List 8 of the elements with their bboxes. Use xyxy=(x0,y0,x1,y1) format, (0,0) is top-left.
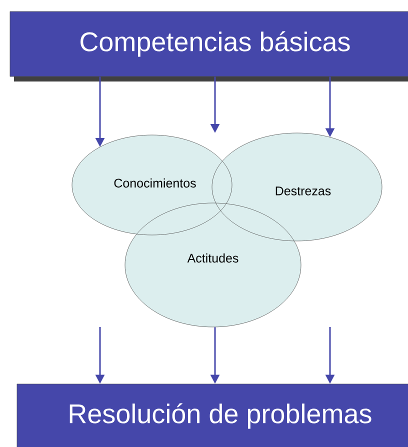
venn-ellipse xyxy=(72,134,232,236)
ellipse-label: Conocimientos xyxy=(114,178,196,188)
ellipse-label: Destrezas xyxy=(276,186,331,196)
venn-ellipse xyxy=(124,202,302,328)
ellipse-label: Actitudes xyxy=(187,253,238,263)
title-box: Resolución de problemas xyxy=(16,384,408,447)
title-box: Competencias básicas xyxy=(10,11,408,77)
venn-ellipse xyxy=(212,132,382,242)
